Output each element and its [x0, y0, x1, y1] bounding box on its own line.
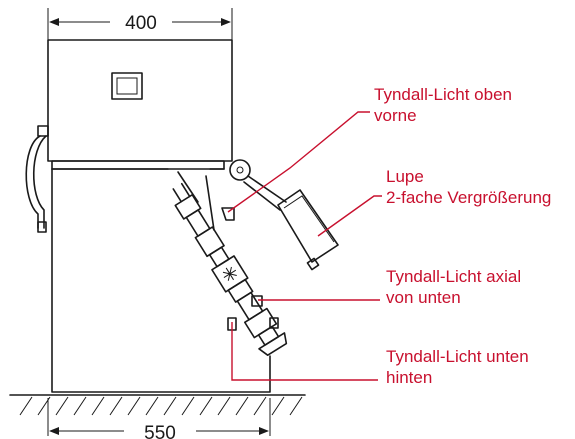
dimension-bottom: 550: [47, 398, 271, 439]
label-magnifier-line2: 2-fache Vergrößerung: [386, 188, 551, 207]
optical-assembly: [172, 182, 288, 356]
lower-cabinet: [51, 168, 271, 393]
label-tyndall-axial-line1: Tyndall-Licht axial: [386, 267, 521, 286]
label-magnifier: Lupe 2-fache Vergrößerung: [386, 167, 551, 207]
upper-housing: [47, 39, 233, 170]
leader-lines: [227, 111, 382, 381]
label-tyndall-bottom-rear-line1: Tyndall-Licht unten: [386, 347, 529, 366]
label-tyndall-top-front: Tyndall-Licht oben vorne: [374, 85, 512, 125]
leader-magnifier: [317, 195, 382, 237]
floor: [9, 394, 306, 416]
label-tyndall-top-front-line2: vorne: [374, 106, 417, 125]
dimension-bottom-label: 550: [144, 423, 176, 439]
label-tyndall-bottom-rear-line2: hinten: [386, 368, 432, 387]
label-magnifier-line1: Lupe: [386, 167, 424, 186]
label-tyndall-axial-line2: von unten: [386, 288, 461, 307]
dimension-top-label: 400: [125, 13, 157, 34]
leader-tyndall-top-front: [227, 111, 370, 213]
lamp-holders: [177, 171, 279, 331]
label-tyndall-bottom-rear: Tyndall-Licht unten hinten: [386, 347, 529, 387]
label-tyndall-axial: Tyndall-Licht axial von unten: [386, 267, 521, 307]
pivot-knob: [229, 159, 251, 181]
dimension-top: 400: [47, 8, 233, 40]
cable: [25, 125, 49, 233]
leader-tyndall-bottom-rear: [231, 322, 378, 381]
magnifier: [243, 175, 339, 271]
label-tyndall-top-front-line1: Tyndall-Licht oben: [374, 85, 512, 104]
